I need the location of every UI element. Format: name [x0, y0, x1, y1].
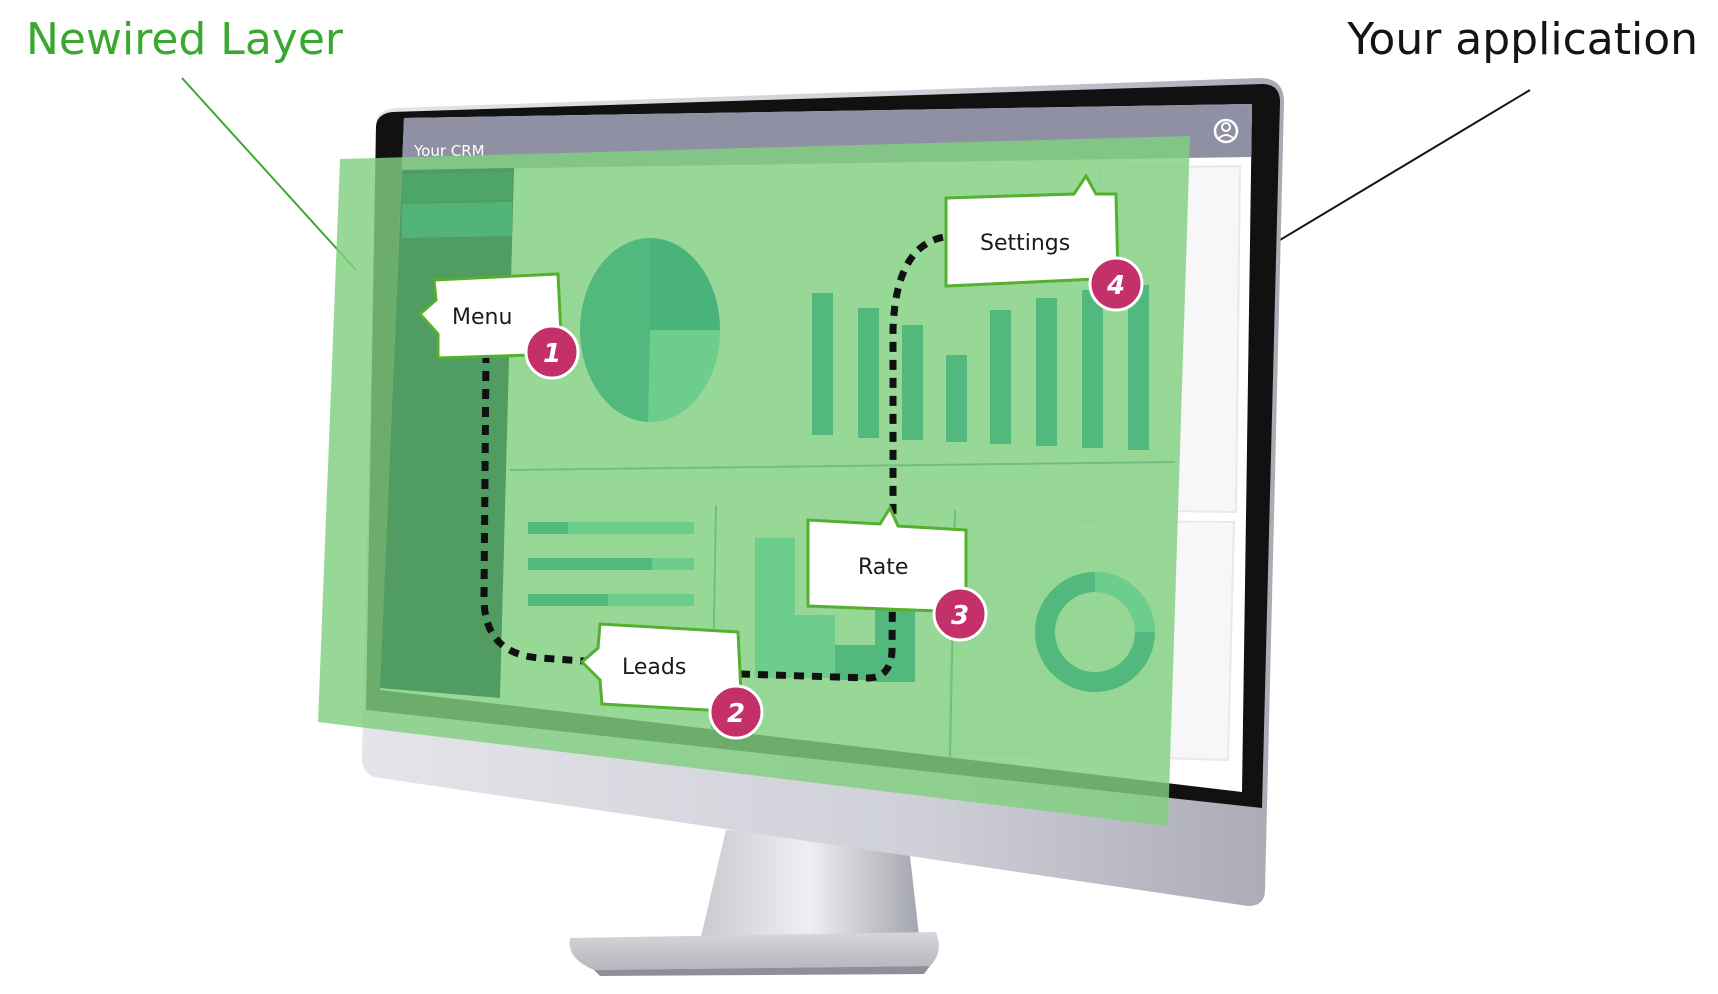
tooltip-label: Settings: [980, 231, 1070, 256]
step-number: 4: [1106, 271, 1125, 301]
step-number: 2: [727, 699, 745, 729]
your-application-label: Your application: [1347, 14, 1698, 65]
step-number: 1: [543, 339, 561, 369]
monitor-stand: [569, 830, 939, 976]
tooltip-label: Leads: [622, 655, 686, 680]
tooltip-leads[interactable]: Leads 2: [579, 622, 764, 740]
tooltip-label: Rate: [858, 555, 908, 580]
tooltip-menu[interactable]: Menu 1: [417, 272, 580, 380]
bar-chart-decoration: [812, 285, 1149, 450]
step-badge: [932, 586, 988, 642]
donut-chart-decoration: [1035, 572, 1155, 692]
newired-pointer-line: [181, 77, 357, 271]
pie-chart-decoration: [580, 238, 720, 423]
step-badge: [708, 684, 764, 740]
user-circle-icon: [1213, 118, 1239, 144]
newired-layer-label: Newired Layer: [26, 14, 343, 65]
walkthrough-path: [480, 232, 957, 682]
tooltip-label: Menu: [452, 305, 512, 330]
progress-bars-decoration: [528, 522, 694, 606]
tooltip-settings[interactable]: Settings 4: [944, 173, 1144, 312]
tooltip-rate[interactable]: Rate 3: [806, 504, 988, 642]
step-number: 3: [951, 601, 969, 631]
app-title: Your CRM: [413, 142, 485, 160]
step-badge: [1088, 256, 1144, 312]
step-badge: [524, 324, 580, 380]
